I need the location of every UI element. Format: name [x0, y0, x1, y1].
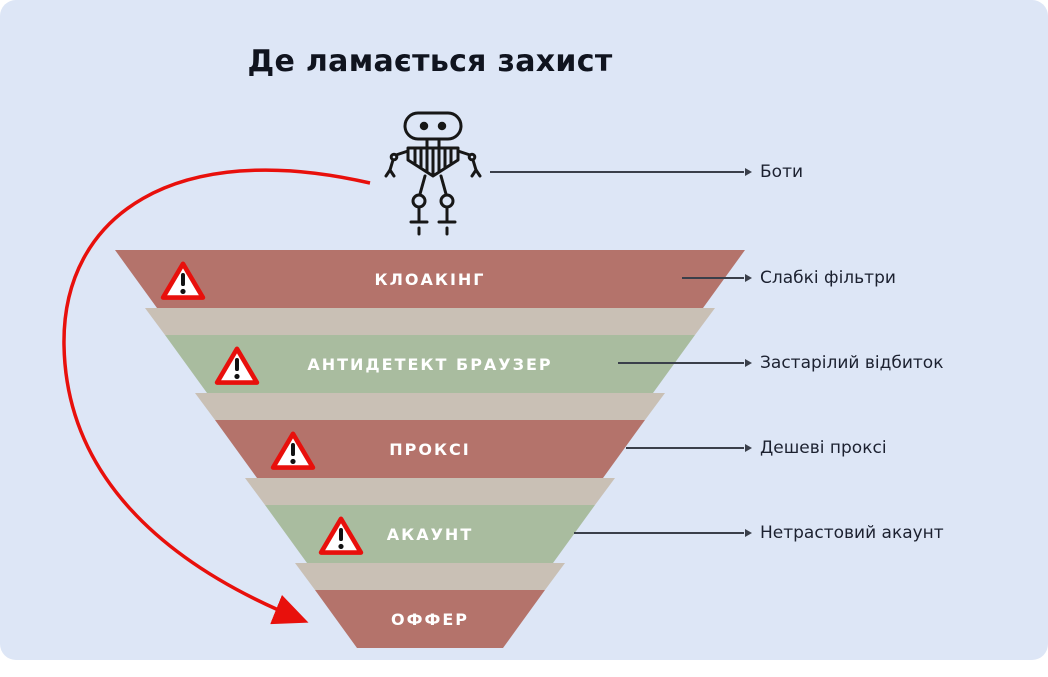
funnel-connector: [295, 563, 565, 590]
annotation-arrowhead-icon: [745, 274, 752, 282]
funnel-level-cloaking: КЛОАКІНГ: [115, 250, 745, 308]
annotation-label: Боти: [760, 162, 804, 182]
page-title: Де ламається захист: [247, 44, 613, 79]
funnel-connector: [145, 308, 715, 335]
annotation-line: [574, 532, 744, 534]
annotation-label: Слабкі фільтри: [760, 268, 896, 288]
warning-icon: [214, 345, 260, 387]
annotation-arrowhead-icon: [745, 444, 752, 452]
funnel-level-label: ОФФЕР: [391, 609, 469, 629]
warning-icon: [318, 515, 364, 557]
annotation-arrowhead-icon: [745, 359, 752, 367]
annotation-arrowhead-icon: [745, 529, 752, 537]
funnel-connector: [245, 478, 615, 505]
funnel-level-label: ПРОКСІ: [389, 439, 471, 459]
annotation-line: [490, 171, 744, 173]
funnel-level-label: АКАУНТ: [386, 524, 474, 544]
annotation-weak-filters: Слабкі фільтри: [682, 268, 896, 288]
annotation-line: [682, 277, 744, 279]
annotation-label: Дешеві проксі: [760, 438, 887, 458]
annotation-untrusted-account: Нетрастовий акаунт: [574, 523, 944, 543]
annotation-arrowhead-icon: [745, 168, 752, 176]
warning-icon: [160, 260, 206, 302]
annotation-outdated-fingerprint: Застарілий відбиток: [618, 353, 943, 373]
annotation-bots: Боти: [490, 162, 803, 182]
funnel-connector: [195, 393, 665, 420]
annotation-label: Застарілий відбиток: [760, 353, 944, 373]
annotation-cheap-proxies: Дешеві проксі: [626, 438, 887, 458]
robot-icon: [383, 110, 483, 242]
funnel-level-label: КЛОАКІНГ: [374, 269, 486, 289]
warning-icon: [270, 430, 316, 472]
funnel-level-offer: ОФФЕР: [315, 590, 545, 648]
funnel-level-label: АНТИДЕТЕКТ БРАУЗЕР: [307, 354, 553, 374]
annotation-line: [626, 447, 744, 449]
annotation-label: Нетрастовий акаунт: [760, 523, 944, 543]
annotation-line: [618, 362, 744, 364]
